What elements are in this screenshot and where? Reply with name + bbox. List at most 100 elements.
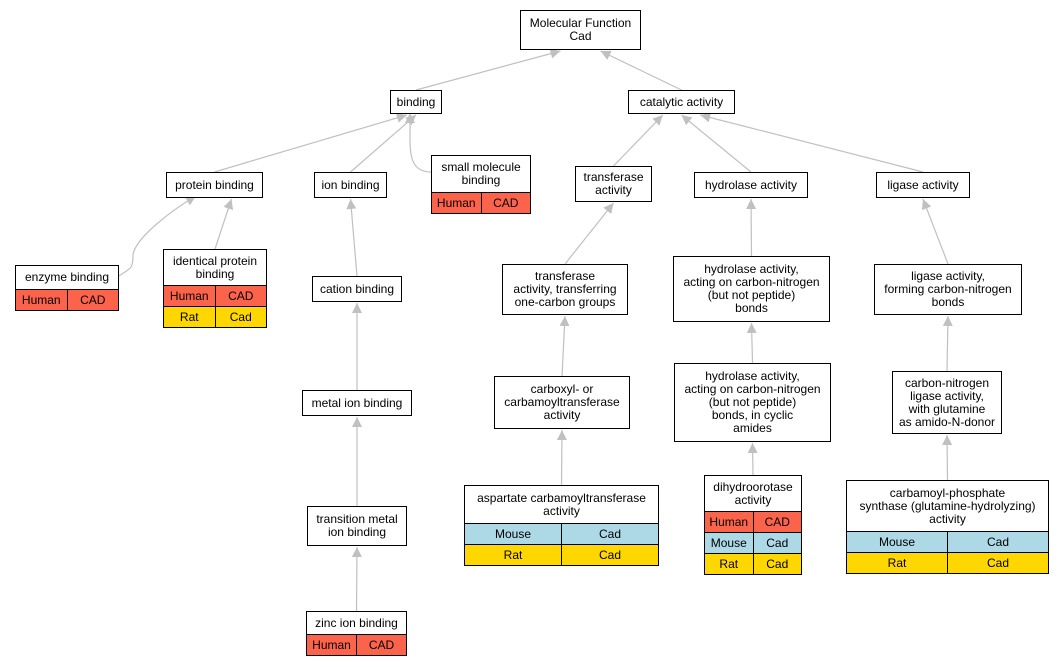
gene-cell: Cad — [561, 524, 658, 544]
edge-hydrolase-to-catalytic — [681, 114, 752, 173]
go-term-catalytic[interactable]: catalytic activity — [628, 90, 735, 114]
edge-catalytic-to-mf — [600, 50, 682, 91]
species-cell: Rat — [465, 545, 561, 565]
go-term-label: protein binding — [175, 177, 254, 192]
go-term-hydrolase[interactable]: hydrolase activity — [694, 172, 808, 198]
edge-hydrolase-cn-to-hydrolase — [746, 198, 757, 257]
edge-dihydroorotase-to-hydrolase-cyclic — [747, 442, 758, 476]
go-term-label: ligase activity — [887, 177, 959, 192]
edge-ligase-to-catalytic — [700, 112, 924, 173]
go-term-hydrolase-cn[interactable]: hydrolase activity, acting on carbon-nit… — [673, 256, 830, 322]
go-term-label: catalytic activity — [639, 94, 724, 109]
gene-cell: CAD — [752, 512, 801, 532]
go-term-carbamoyl-phosphate[interactable]: carbamoyl-phosphate synthase (glutamine-… — [846, 480, 1049, 574]
go-term-label: carboxyl- or carbamoyltransferase activi… — [504, 382, 620, 422]
species-cell: Mouse — [847, 532, 947, 552]
go-term-label: hydrolase activity, acting on carbon-nit… — [683, 262, 820, 315]
go-term-label: transition metal ion binding — [316, 512, 398, 539]
edge-transferase-to-catalytic — [613, 114, 664, 167]
go-term-label: carbamoyl-phosphate synthase (glutamine-… — [859, 485, 1036, 526]
gene-cell: Cad — [561, 545, 658, 565]
edge-small-molecule-to-binding — [405, 113, 432, 173]
go-term-transferase-one-carbon[interactable]: transferase activity, transferring one-c… — [502, 264, 628, 315]
go-term-label: cation binding — [319, 281, 395, 296]
go-term-metal-ion[interactable]: metal ion binding — [302, 390, 412, 416]
go-term-label: dihydroorotase activity — [713, 479, 793, 507]
gene-cell: Cad — [214, 307, 266, 327]
gene-cell: CAD — [214, 286, 266, 306]
gene-cell: CAD — [480, 193, 530, 213]
species-cell: Human — [705, 512, 753, 532]
go-term-label: identical protein binding — [172, 253, 258, 281]
go-term-label: ligase activity, forming carbon-nitrogen… — [884, 269, 1012, 309]
gene-cell: CAD — [356, 635, 406, 655]
edge-hydrolase-cyclic-to-hydrolase-cn — [746, 322, 757, 364]
edge-protein-binding-to-binding — [214, 113, 408, 173]
edge-binding-to-mf — [415, 48, 561, 91]
species-cell: Human — [16, 290, 67, 310]
edge-ion-binding-to-binding — [350, 114, 417, 173]
go-term-label: hydrolase activity — [704, 177, 798, 192]
edge-ligase-cn-to-ligase — [921, 198, 949, 265]
species-cell: Human — [307, 635, 356, 655]
go-term-label: zinc ion binding — [315, 615, 398, 630]
go-term-cation-binding[interactable]: cation binding — [312, 276, 402, 302]
go-term-label: small molecule binding — [441, 160, 521, 187]
go-term-cn-ligase-glutamine[interactable]: carbon-nitrogen ligase activity, with gl… — [892, 371, 1002, 434]
go-term-label: enzyme binding — [24, 270, 110, 284]
go-term-label: Molecular Function Cad — [529, 16, 632, 43]
go-term-transferase[interactable]: transferase activity — [575, 166, 652, 202]
species-cell: Rat — [847, 553, 947, 573]
go-term-label: hydrolase activity, acting on carbon-nit… — [684, 369, 821, 435]
species-cell: Mouse — [705, 533, 753, 553]
go-term-label: aspartate carbamoyltransferase activity — [477, 490, 646, 518]
species-cell: Rat — [164, 307, 215, 327]
edge-enzyme-binding-to-protein-binding — [118, 195, 197, 277]
go-term-mf[interactable]: Molecular Function Cad — [520, 10, 641, 50]
gene-cell: Cad — [947, 553, 1048, 573]
gene-cell: Cad — [947, 532, 1048, 552]
go-term-ligase-cn[interactable]: ligase activity, forming carbon-nitrogen… — [874, 264, 1022, 315]
go-term-label: transferase activity — [583, 170, 644, 197]
edge-zinc-ion-to-transition-metal — [351, 546, 362, 612]
edge-aspartate-to-carboxyl — [556, 429, 567, 486]
gene-cell: Cad — [752, 554, 801, 574]
edge-transferase-one-carbon-to-transferase — [564, 202, 614, 265]
edge-carbamoyl-phosphate-to-cn-ligase-glutamine — [942, 434, 953, 481]
go-term-ligase[interactable]: ligase activity — [876, 172, 970, 198]
gene-cell: Cad — [752, 533, 801, 553]
go-term-protein-binding[interactable]: protein binding — [166, 172, 263, 198]
edge-cation-binding-to-ion-binding — [346, 198, 358, 277]
go-term-transition-metal[interactable]: transition metal ion binding — [307, 506, 407, 546]
edge-identical-protein-to-protein-binding — [214, 198, 234, 250]
go-term-binding[interactable]: binding — [390, 90, 442, 114]
species-cell: Human — [432, 193, 481, 213]
go-term-hydrolase-cyclic[interactable]: hydrolase activity, acting on carbon-nit… — [674, 363, 831, 442]
edge-cn-ligase-glutamine-to-ligase-cn — [942, 315, 953, 372]
go-term-label: carbon-nitrogen ligase activity, with gl… — [898, 375, 996, 429]
species-cell: Rat — [705, 554, 753, 574]
go-term-carboxyl[interactable]: carboxyl- or carbamoyltransferase activi… — [494, 376, 630, 429]
go-term-ion-binding[interactable]: ion binding — [314, 172, 387, 198]
edge-carboxyl-to-transferase-one-carbon — [559, 315, 570, 377]
gene-cell: CAD — [66, 290, 118, 310]
